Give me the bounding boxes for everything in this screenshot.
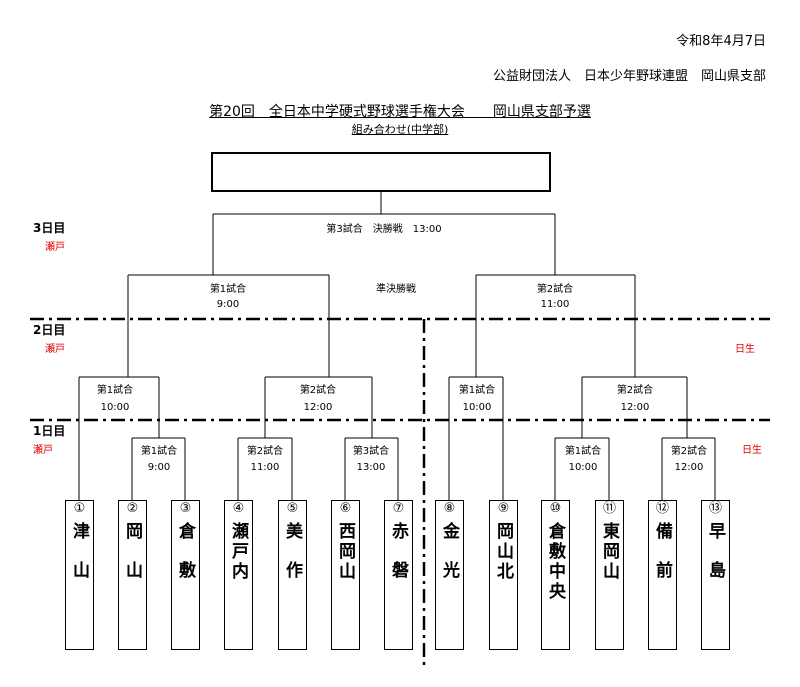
document-date: 令和8年4月7日	[676, 34, 766, 49]
day2-match-3: 第1試合	[458, 385, 496, 396]
day2-venue-right: 日生	[735, 344, 755, 355]
page-subtitle: 組み合わせ(中学部)	[351, 123, 449, 136]
day1-match-1-time: 9:00	[147, 462, 171, 473]
team-number: ⑦	[392, 501, 405, 516]
semifinal-label: 準決勝戦	[376, 284, 416, 295]
team-number: ⑤	[286, 501, 299, 516]
team-box: ② 岡山	[118, 500, 147, 650]
team-name: 赤磐	[388, 522, 408, 600]
team-number: ④	[232, 501, 245, 516]
team-number: ⑪	[602, 501, 616, 516]
team-box: ① 津山	[65, 500, 94, 650]
day3-venue: 瀬戸	[45, 242, 65, 253]
team-number: ②	[126, 501, 139, 516]
day1-match-2-time: 11:00	[250, 462, 280, 473]
day2-match-2-time: 12:00	[303, 402, 333, 413]
semifinal-1-match: 第1試合	[209, 284, 247, 295]
page-title: 第20回 全日本中学硬式野球選手権大会 岡山県支部予選	[209, 104, 591, 120]
team-name: 金光	[439, 522, 459, 600]
day1-match-5: 第2試合	[670, 446, 708, 457]
team-name: 早島	[705, 522, 725, 600]
team-box: ⑬ 早島	[701, 500, 730, 650]
team-box: ⑦ 赤磐	[384, 500, 413, 650]
team-number: ⑬	[708, 501, 722, 516]
day1-venue-right: 日生	[742, 445, 762, 456]
team-box: ⑨ 岡山北	[489, 500, 518, 650]
team-name: 津山	[69, 522, 89, 600]
team-name: 岡山	[122, 522, 142, 600]
team-number: ⑩	[549, 501, 562, 516]
team-box: ⑧ 金光	[435, 500, 464, 650]
semifinal-1-time: 9:00	[216, 299, 240, 310]
team-name: 西岡山	[335, 522, 355, 582]
team-number: ⑫	[655, 501, 669, 516]
team-name: 倉敷	[175, 522, 195, 600]
final-label: 第3試合 決勝戦 13:00	[326, 224, 442, 235]
day2-match-3-time: 10:00	[462, 402, 492, 413]
team-name: 美作	[282, 522, 302, 600]
team-name: 東岡山	[599, 522, 619, 582]
day1-match-1: 第1試合	[140, 446, 178, 457]
day1-match-2: 第2試合	[246, 446, 284, 457]
day2-venue-left: 瀬戸	[45, 344, 65, 355]
team-box: ④ 瀬戸内	[224, 500, 253, 650]
team-box: ⑪ 東岡山	[595, 500, 624, 650]
team-name: 倉敷中央	[545, 522, 565, 602]
day2-label: 2日目	[33, 323, 66, 337]
day1-match-3: 第3試合	[352, 446, 390, 457]
team-box: ⑤ 美作	[278, 500, 307, 650]
team-number: ③	[179, 501, 192, 516]
team-name: 岡山北	[493, 522, 513, 582]
day2-match-4-time: 12:00	[620, 402, 650, 413]
day2-match-2: 第2試合	[299, 385, 337, 396]
day1-match-3-time: 13:00	[356, 462, 386, 473]
team-box: ⑫ 備前	[648, 500, 677, 650]
team-number: ⑧	[443, 501, 456, 516]
team-name: 備前	[652, 522, 672, 600]
day1-match-4-time: 10:00	[568, 462, 598, 473]
day1-match-4: 第1試合	[564, 446, 602, 457]
semifinal-2-time: 11:00	[540, 299, 570, 310]
team-box: ③ 倉敷	[171, 500, 200, 650]
team-name: 瀬戸内	[228, 522, 248, 582]
team-box: ⑩ 倉敷中央	[541, 500, 570, 650]
day1-venue-left: 瀬戸	[33, 445, 53, 456]
day1-match-5-time: 12:00	[674, 462, 704, 473]
team-number: ⑨	[497, 501, 510, 516]
organization-name: 公益財団法人 日本少年野球連盟 岡山県支部	[492, 69, 766, 84]
semifinal-2-match: 第2試合	[536, 284, 574, 295]
day3-label: 3日目	[33, 221, 66, 235]
team-box: ⑥ 西岡山	[331, 500, 360, 650]
day2-match-4: 第2試合	[616, 385, 654, 396]
team-number: ⑥	[339, 501, 352, 516]
champion-box	[211, 152, 551, 192]
team-number: ①	[73, 501, 86, 516]
day2-match-1-time: 10:00	[100, 402, 130, 413]
day2-match-1: 第1試合	[96, 385, 134, 396]
day1-label: 1日目	[33, 424, 66, 438]
